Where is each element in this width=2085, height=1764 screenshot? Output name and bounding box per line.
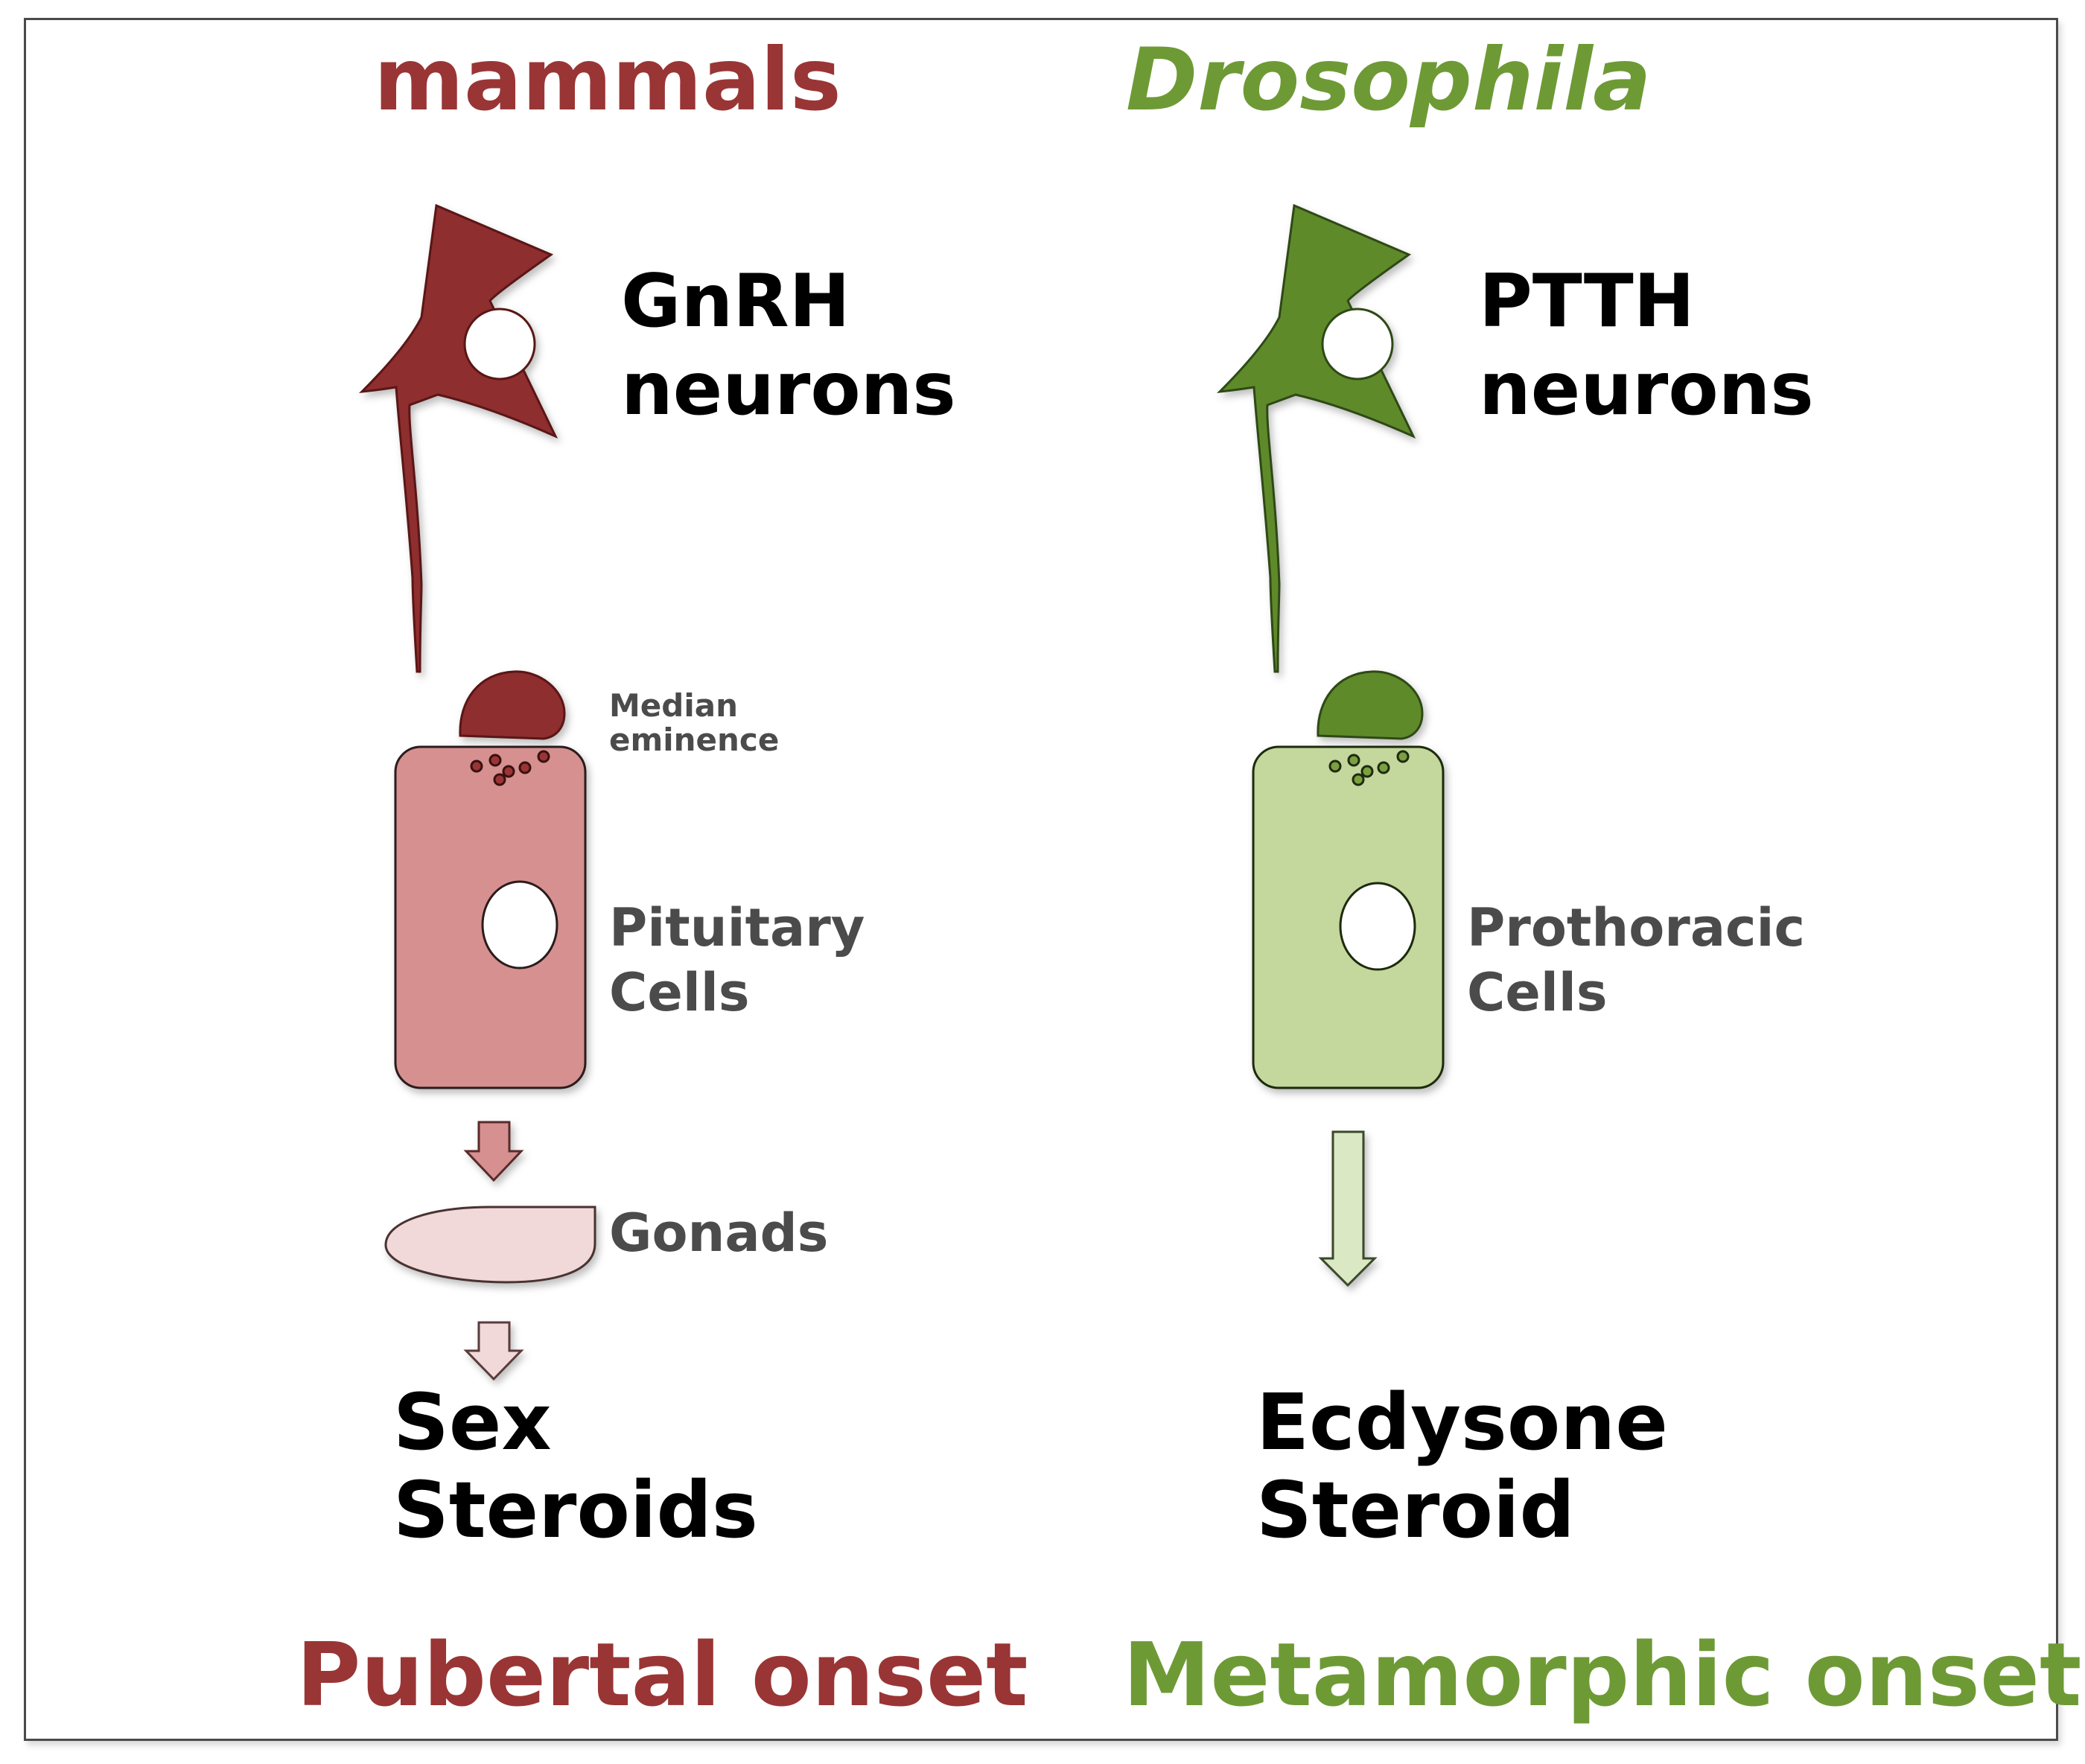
median-label-line1: Median bbox=[609, 687, 738, 724]
vesicles-icon bbox=[1328, 750, 1410, 786]
gonad-icon bbox=[384, 1206, 596, 1284]
down-arrow-icon bbox=[463, 1321, 524, 1381]
median-eminence-icon bbox=[459, 670, 566, 740]
sex-steroids-line1: Sex bbox=[393, 1377, 552, 1468]
gnrh-label-line2: neurons bbox=[621, 347, 956, 432]
pituitary-label-line1: Pituitary bbox=[609, 897, 865, 958]
down-arrow-icon bbox=[1318, 1130, 1378, 1287]
diagram-frame bbox=[24, 18, 2058, 1741]
pituitary-cell-icon bbox=[394, 745, 587, 1089]
median-label-line2: eminence bbox=[609, 722, 779, 758]
gnrh-neuron-icon bbox=[360, 204, 557, 673]
ptth-neuron-icon bbox=[1218, 204, 1415, 673]
ecdysone-line2: Steroid bbox=[1256, 1465, 1575, 1556]
prothoracic-label-line1: Prothoracic bbox=[1467, 897, 1805, 958]
prothoracic-label-line2: Cells bbox=[1467, 962, 1608, 1023]
ptth-label-line1: PTTH bbox=[1479, 259, 1695, 344]
down-arrow-icon bbox=[463, 1121, 524, 1182]
gnrh-label-line1: GnRH bbox=[621, 259, 850, 344]
vesicles-icon bbox=[470, 750, 550, 786]
sex-steroids-line2: Steroids bbox=[393, 1465, 758, 1556]
ecdysone-line1: Ecdysone bbox=[1256, 1377, 1668, 1468]
metamorphic-onset-label: Metamorphic onset bbox=[1123, 1623, 2081, 1726]
gonads-label: Gonads bbox=[609, 1203, 828, 1264]
ptth-label-line2: neurons bbox=[1479, 347, 1814, 432]
right-title: Drosophila bbox=[1126, 30, 1651, 130]
left-title: mammals bbox=[374, 30, 841, 130]
terminal-icon bbox=[1317, 670, 1424, 740]
pubertal-onset-label: Pubertal onset bbox=[296, 1623, 1028, 1726]
pituitary-label-line2: Cells bbox=[609, 962, 750, 1023]
prothoracic-cell-icon bbox=[1252, 745, 1445, 1089]
